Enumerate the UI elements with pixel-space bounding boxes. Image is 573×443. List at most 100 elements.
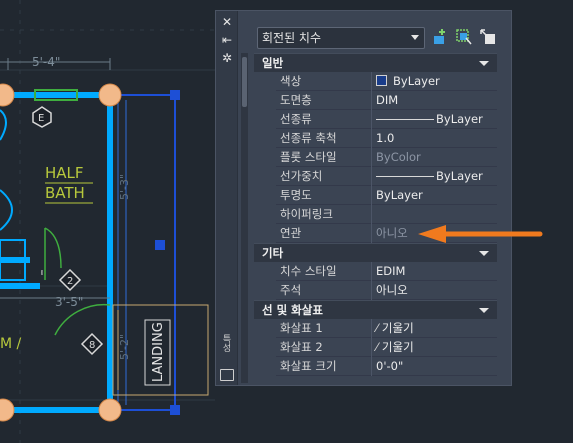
property-value-text: ByLayer <box>436 169 483 183</box>
close-icon[interactable]: ✕ <box>221 15 233 29</box>
property-name: 주석 <box>276 281 372 300</box>
grip-square-top[interactable] <box>170 90 180 100</box>
toggle-pickadd-icon[interactable] <box>479 28 497 46</box>
stair-label: LANDING <box>151 322 166 382</box>
grip-square-mid[interactable] <box>155 240 165 250</box>
tag-2: 2 <box>67 276 73 287</box>
grip-corner-bottom-right[interactable] <box>98 398 122 422</box>
left-partial-text: M / <box>0 336 22 352</box>
row-gutter <box>254 167 276 186</box>
property-value[interactable]: ByLayer <box>372 186 497 205</box>
section-title: 일반 <box>262 56 284 70</box>
property-name: 선가중치 <box>276 167 372 186</box>
property-row[interactable]: 선가중치 ByLayer <box>254 167 497 186</box>
property-name: 하이퍼링크 <box>276 205 372 224</box>
row-gutter <box>254 110 276 129</box>
dim-vertical-lower: 5'-2" <box>118 334 131 360</box>
palette-vertical-title: 특성 <box>222 335 232 354</box>
property-name: 화살표 2 <box>276 338 372 357</box>
property-value[interactable]: 1.0 <box>372 129 497 148</box>
palette-scrollbar[interactable] <box>241 53 248 383</box>
property-value[interactable]: ⁄기울기 <box>372 319 497 338</box>
property-row[interactable]: 색상 ByLayer <box>254 72 497 91</box>
auto-hide-icon[interactable]: ⇤ <box>221 33 233 47</box>
grip-square-bottom[interactable] <box>170 405 180 415</box>
grip-corner-bottom-left[interactable] <box>0 398 15 422</box>
property-value[interactable]: ByLayer <box>372 72 497 91</box>
property-name: 화살표 크기 <box>276 357 372 376</box>
tag-8-marker <box>80 332 104 356</box>
linetype-preview <box>376 176 434 177</box>
property-value-text: 1.0 <box>376 131 395 145</box>
property-value[interactable]: ⁄기울기 <box>372 338 497 357</box>
property-value[interactable] <box>372 205 497 224</box>
collapse-arrow-icon[interactable] <box>479 251 489 256</box>
property-value[interactable]: 아니오 <box>372 224 497 243</box>
wall-segment-green <box>34 89 78 101</box>
property-value[interactable]: EDIM <box>372 262 497 281</box>
section-header[interactable]: 일반 <box>254 53 497 72</box>
property-value[interactable]: ByLayer <box>372 167 497 186</box>
property-name: 치수 스타일 <box>276 262 372 281</box>
property-name: 플롯 스타일 <box>276 148 372 167</box>
property-row[interactable]: 선종류 축척 1.0 <box>254 129 497 148</box>
property-row[interactable]: 치수 스타일 EDIM <box>254 262 497 281</box>
property-value-text: ByColor <box>376 150 421 164</box>
property-name: 선종류 축척 <box>276 129 372 148</box>
quick-select-icon[interactable] <box>432 28 450 46</box>
property-name: 선종류 <box>276 110 372 129</box>
property-value[interactable]: DIM <box>372 91 497 110</box>
section-header[interactable]: 기타 <box>254 243 497 262</box>
property-value[interactable]: ByColor <box>372 148 497 167</box>
collapse-arrow-icon[interactable] <box>479 308 489 313</box>
callout-arrow <box>418 225 543 243</box>
tag-e: E <box>38 113 44 124</box>
row-gutter <box>254 72 276 91</box>
palette-title-strip: ✕ ⇤ ✲ 특성 <box>216 11 238 385</box>
section-header[interactable]: 선 및 화살표 <box>254 300 497 319</box>
property-value-text: ByLayer <box>376 188 423 202</box>
property-value[interactable]: 아니오 <box>372 281 497 300</box>
property-value-text: EDIM <box>376 264 406 278</box>
grip-corner-top-left[interactable] <box>0 83 15 107</box>
section-title: 선 및 화살표 <box>262 303 323 317</box>
property-row[interactable]: 하이퍼링크 <box>254 205 497 224</box>
grip-corner-top-right[interactable] <box>98 83 122 107</box>
property-value[interactable]: 0'-0" <box>372 357 497 376</box>
oblique-arrow-icon: ⁄ <box>376 340 378 354</box>
tag-2-marker <box>58 268 82 292</box>
object-type-value: 회전된 치수 <box>262 31 322 45</box>
dim-vertical-left: 5'-3" <box>118 174 131 200</box>
property-value[interactable]: ByLayer <box>372 110 497 129</box>
row-gutter <box>254 338 276 357</box>
row-gutter <box>254 205 276 224</box>
property-row[interactable]: 플롯 스타일 ByColor <box>254 148 497 167</box>
property-name: 화살표 1 <box>276 319 372 338</box>
property-row[interactable]: 화살표 2⁄기울기 <box>254 338 497 357</box>
row-gutter <box>254 91 276 110</box>
palette-scroll-thumb[interactable] <box>242 57 247 107</box>
collapse-arrow-icon[interactable] <box>479 61 489 66</box>
properties-options-icon[interactable]: ✲ <box>221 51 233 65</box>
row-gutter <box>254 148 276 167</box>
property-value-text: ByLayer <box>393 74 440 88</box>
object-type-select[interactable]: 회전된 치수 <box>257 27 425 49</box>
tag-8: 8 <box>89 340 95 351</box>
select-objects-icon[interactable] <box>455 28 473 46</box>
room-label-bath: BATH <box>45 184 85 202</box>
property-row[interactable]: 선종류 ByLayer <box>254 110 497 129</box>
row-gutter <box>254 224 276 243</box>
row-gutter <box>254 319 276 338</box>
properties-palette-icon[interactable] <box>220 369 234 381</box>
property-value-text: ByLayer <box>436 112 483 126</box>
property-name: 색상 <box>276 72 372 91</box>
property-row[interactable]: 화살표 1⁄기울기 <box>254 319 497 338</box>
